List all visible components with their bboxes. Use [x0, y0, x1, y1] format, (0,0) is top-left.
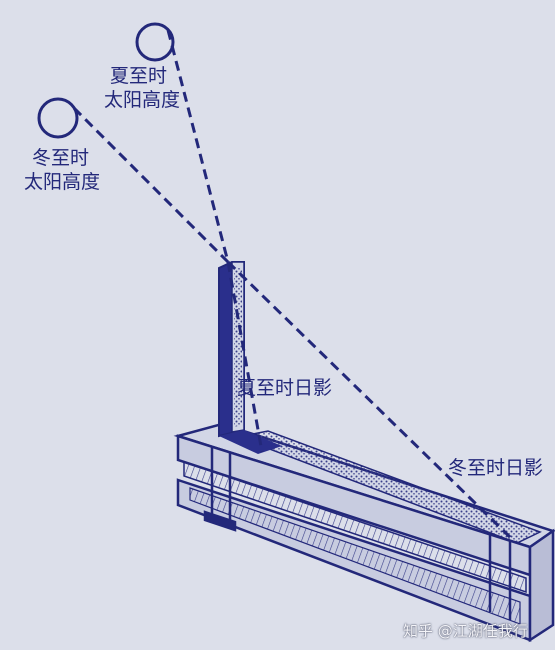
summer-sun-label-line1: 夏至时 — [110, 65, 168, 87]
summer-ray-line — [166, 29, 230, 263]
winter-ray-line — [72, 106, 230, 264]
winter-sun-label-line2: 太阳高度 — [24, 171, 101, 193]
winter-shadow-ray-line — [226, 260, 515, 542]
summer-sun-label: 夏至时 太阳高度 — [104, 64, 180, 112]
winter-shadow-label: 冬至时日影 — [448, 457, 544, 479]
winter-sun-icon — [37, 97, 79, 139]
winter-sun-label: 冬至时 太阳高度 — [24, 146, 100, 194]
summer-sun-icon — [135, 22, 175, 62]
watermark: 知乎 @江湖任我行 — [403, 622, 528, 640]
summer-shadow-ray-line — [226, 261, 264, 453]
gnomon-base — [173, 422, 555, 643]
summer-shadow-label: 夏至时日影 — [237, 377, 333, 399]
summer-sun-label-line2: 太阳高度 — [104, 89, 181, 111]
winter-sun-label-line1: 冬至时 — [32, 147, 90, 169]
gnomon-post — [218, 261, 245, 438]
summer-shadow — [219, 430, 282, 454]
